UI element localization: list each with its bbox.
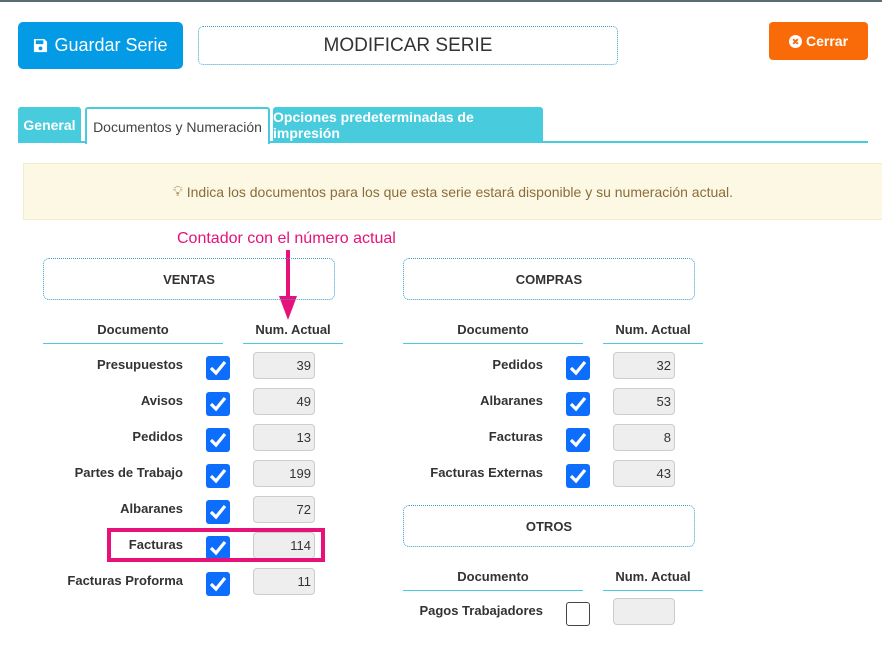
ventas-row-num-input[interactable]: 199: [253, 460, 315, 487]
ventas-row-label: Facturas Proforma: [67, 573, 183, 588]
check-icon: [569, 396, 587, 412]
ventas-row-checkbox[interactable]: [206, 536, 230, 560]
save-series-button[interactable]: Guardar Serie: [18, 22, 183, 69]
ventas-row-num-input[interactable]: 39: [253, 352, 315, 379]
ventas-row-label: Partes de Trabajo: [74, 465, 183, 480]
lightbulb-icon: 💡︎: [172, 183, 183, 199]
check-icon: [569, 432, 587, 448]
save-label: Guardar Serie: [54, 35, 168, 55]
ventas-row-checkbox[interactable]: [206, 500, 230, 524]
ventas-row-num-input[interactable]: 11: [253, 568, 315, 595]
close-button[interactable]: Cerrar: [769, 22, 868, 60]
ventas-row-label: Pedidos: [132, 429, 183, 444]
otros-section-header: OTROS: [403, 505, 695, 547]
ventas-row-label: Presupuestos: [97, 357, 183, 372]
ventas-row-checkbox[interactable]: [206, 392, 230, 416]
compras-col-documento: Documento: [403, 322, 583, 344]
check-icon: [209, 396, 227, 412]
otros-col-num-actual: Num. Actual: [603, 569, 703, 591]
compras-row-label: Facturas Externas: [430, 465, 543, 480]
tab-documentos[interactable]: Documentos y Numeración: [85, 107, 270, 144]
compras-row-checkbox[interactable]: [566, 464, 590, 488]
close-label: Cerrar: [805, 33, 849, 49]
ventas-col-documento: Documento: [43, 322, 223, 344]
compras-row-label: Pedidos: [492, 357, 543, 372]
otros-col-documento: Documento: [403, 569, 583, 591]
tab-opciones-impresion[interactable]: Opciones predeterminadas de impresión: [273, 107, 543, 142]
check-icon: [209, 504, 227, 520]
compras-row-checkbox[interactable]: [566, 356, 590, 380]
compras-section-header: COMPRAS: [403, 258, 695, 300]
highlight-box: [107, 528, 325, 562]
ventas-row-label: Albaranes: [120, 501, 183, 516]
ventas-row-checkbox[interactable]: [206, 356, 230, 380]
tab-bar: General Documentos y Numeración Opciones…: [18, 107, 868, 144]
ventas-row-num-input[interactable]: 72: [253, 496, 315, 523]
compras-row-num-input[interactable]: 32: [613, 352, 675, 379]
compras-row-checkbox[interactable]: [566, 428, 590, 452]
ventas-col-num-actual: Num. Actual: [243, 322, 343, 344]
floppy-disk-icon: [34, 38, 48, 53]
check-icon: [209, 540, 227, 556]
ventas-row-num-input[interactable]: 13: [253, 424, 315, 451]
check-icon: [209, 576, 227, 592]
compras-row-num-input[interactable]: 53: [613, 388, 675, 415]
ventas-row-label: Facturas: [128, 537, 183, 552]
check-icon: [209, 468, 227, 484]
page-title: MODIFICAR SERIE: [198, 26, 618, 65]
ventas-row-checkbox[interactable]: [206, 572, 230, 596]
info-text: Indica los documentos para los que esta …: [186, 183, 734, 200]
compras-row-label: Albaranes: [480, 393, 543, 408]
compras-row-num-input[interactable]: 8: [613, 424, 675, 451]
top-border: [0, 0, 882, 2]
ventas-section-header: VENTAS: [43, 258, 335, 300]
ventas-row-num-input[interactable]: 114: [253, 532, 315, 559]
annotation-label: Contador con el número actual: [177, 230, 396, 247]
compras-row-checkbox[interactable]: [566, 392, 590, 416]
ventas-row-checkbox[interactable]: [206, 464, 230, 488]
otros-row-checkbox[interactable]: [566, 602, 590, 626]
check-icon: [569, 360, 587, 376]
ventas-row-label: Avisos: [140, 393, 183, 408]
tab-general[interactable]: General: [18, 107, 81, 142]
check-icon: [209, 432, 227, 448]
check-icon: [569, 468, 587, 484]
info-alert: 💡︎ Indica los documentos para los que es…: [23, 163, 882, 220]
ventas-row-checkbox[interactable]: [206, 428, 230, 452]
close-circle-icon: [788, 34, 802, 48]
compras-col-num-actual: Num. Actual: [603, 322, 703, 344]
compras-row-num-input[interactable]: 43: [613, 460, 675, 487]
otros-row-label: Pagos Trabajadores: [419, 603, 543, 618]
compras-row-label: Facturas: [488, 429, 543, 444]
otros-row-num-input[interactable]: [613, 598, 675, 625]
check-icon: [209, 360, 227, 376]
ventas-row-num-input[interactable]: 49: [253, 388, 315, 415]
